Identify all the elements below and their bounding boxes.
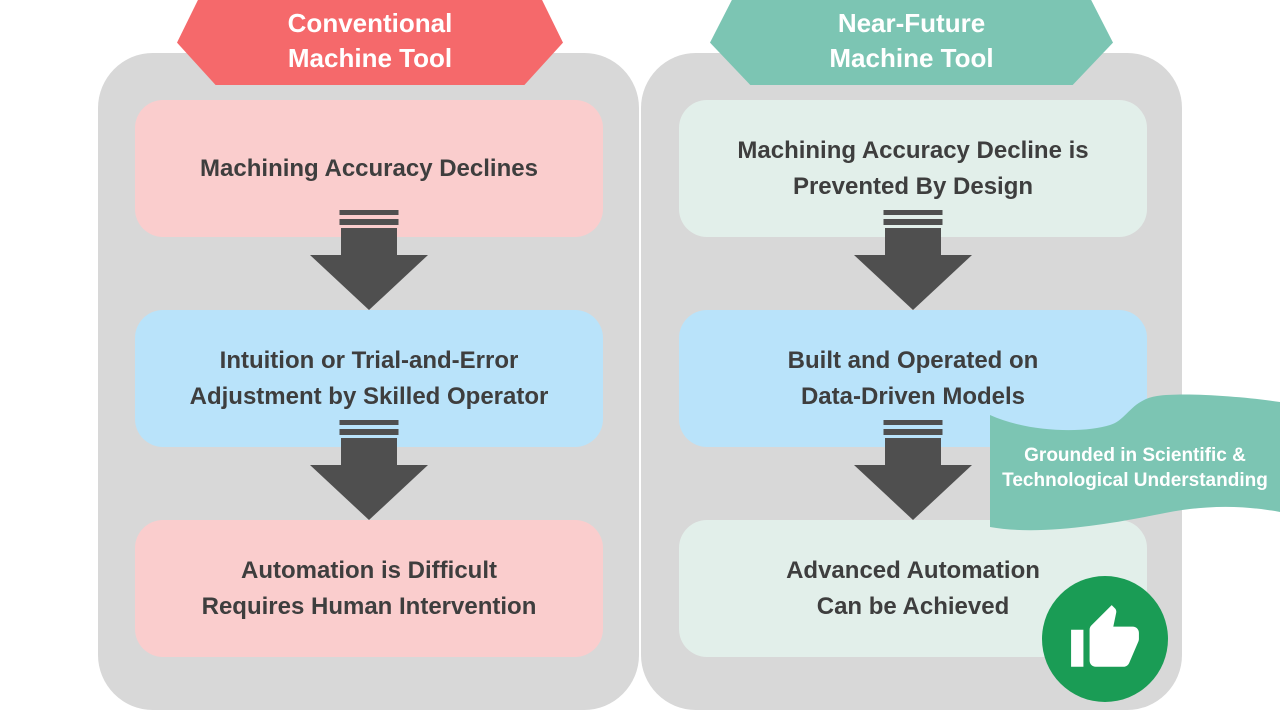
box-text-line: Machining Accuracy Declines [200, 154, 538, 182]
box-text-line: Requires Human Intervention [201, 592, 537, 620]
down-arrow-icon [310, 420, 428, 520]
ribbon-label-line2: Technological Understanding [1002, 470, 1268, 491]
box-text-line: Data-Driven Models [800, 382, 1026, 410]
box-text-line: Adjustment by Skilled Operator [189, 382, 549, 410]
ribbon-banner [990, 394, 1280, 531]
ribbon-label-line1: Grounded in Scientific & [1024, 445, 1246, 466]
box-text-line: Advanced Automation [786, 556, 1040, 584]
down-arrow-icon [854, 210, 972, 310]
down-arrow-icon [310, 210, 428, 310]
box-text-line: Automation is Difficult [241, 556, 497, 584]
ribbon-label: Grounded in Scientific & Technological U… [990, 443, 1280, 493]
header-near-future-line2: Machine Tool [829, 43, 994, 73]
box-text-line: Can be Achieved [816, 592, 1010, 620]
box-text-line: Intuition or Trial-and-Error [219, 346, 519, 374]
box-text-line: Machining Accuracy Decline is [737, 136, 1089, 164]
box-text-line: Built and Operated on [787, 346, 1039, 374]
box-automation-is-difficult: Automation is Difficult Requires Human I… [135, 520, 603, 657]
box-text-line: Prevented By Design [792, 172, 1034, 200]
header-near-future: Near-Future Machine Tool [710, 0, 1113, 85]
header-conventional: Conventional Machine Tool [177, 0, 563, 85]
header-conventional-line2: Machine Tool [287, 43, 453, 73]
thumbs-up-icon [1071, 605, 1139, 667]
box-data-driven-models: Built and Operated on Data-Driven Models [679, 310, 1147, 447]
header-conventional-line1: Conventional [287, 8, 453, 38]
header-near-future-line1: Near-Future [837, 8, 986, 38]
thumbs-up-badge [1042, 576, 1168, 702]
down-arrow-icon [854, 420, 972, 520]
